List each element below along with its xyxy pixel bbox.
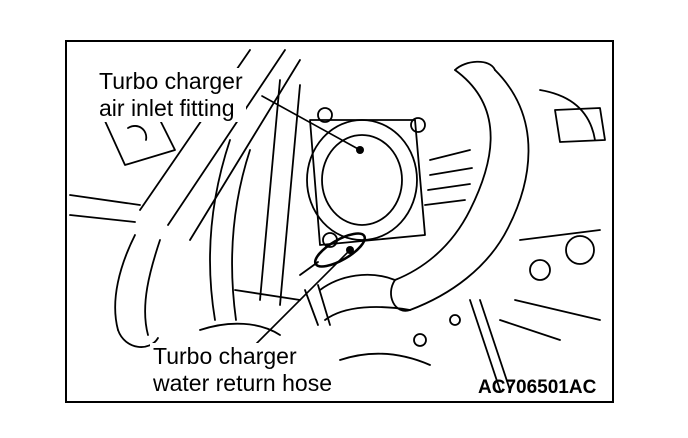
callout-air-inlet-fitting: Turbo charger air inlet fitting bbox=[96, 68, 246, 122]
callout-air-inlet-line1: Turbo charger bbox=[99, 68, 243, 94]
callout-water-return-line2: water return hose bbox=[153, 370, 332, 396]
leader-dot-inlet bbox=[356, 146, 364, 154]
leader-line-inlet bbox=[261, 95, 361, 151]
callout-air-inlet-line2: air inlet fitting bbox=[99, 95, 235, 121]
leader-dot-hose bbox=[346, 246, 354, 254]
callout-water-return-line1: Turbo charger bbox=[153, 343, 297, 369]
callout-water-return-hose: Turbo charger water return hose bbox=[150, 343, 335, 397]
leader-line-hose bbox=[254, 249, 351, 346]
figure-code: AC706501AC bbox=[478, 377, 597, 398]
